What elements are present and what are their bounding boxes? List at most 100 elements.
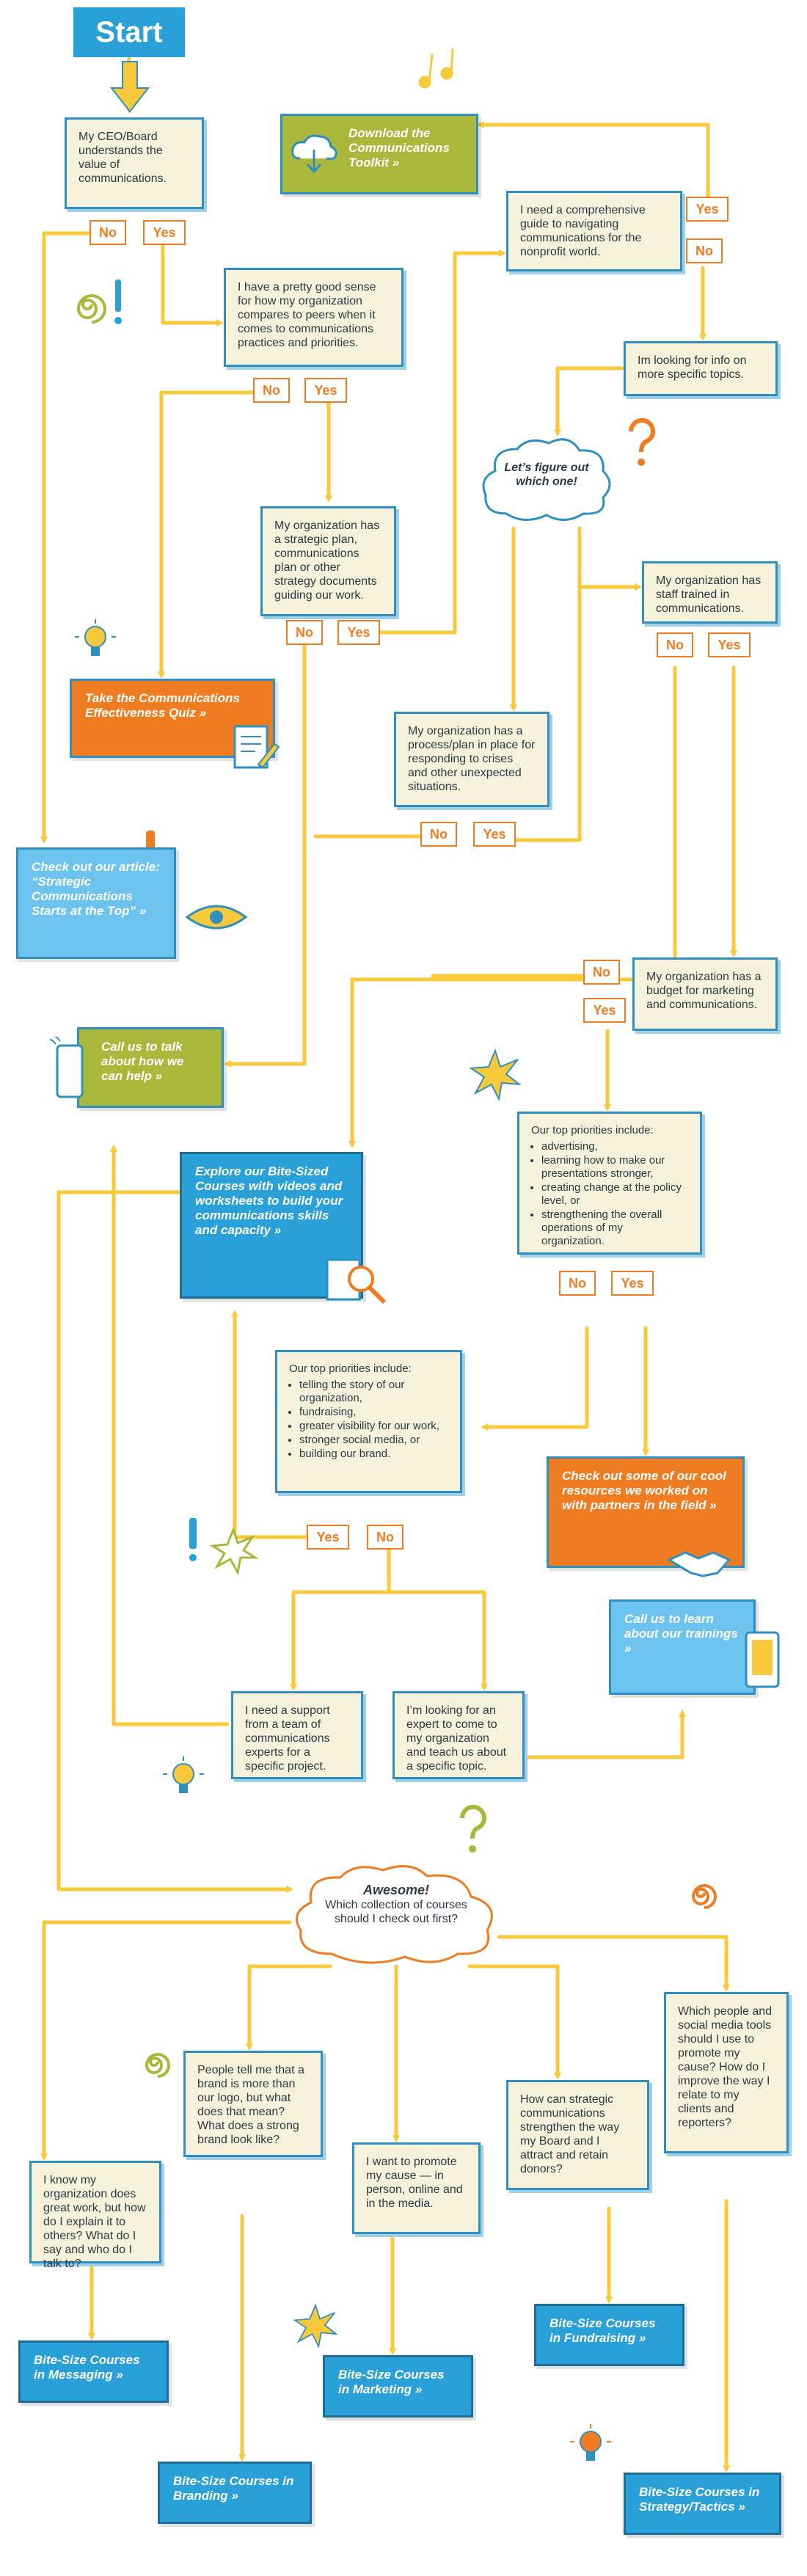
article-link-label: Check out our article: “Strategic Commun… <box>32 860 160 918</box>
quiz-link[interactable]: Take the Communications Effectiveness Qu… <box>70 679 280 769</box>
question-ceo-board: My CEO/Board understands the value of co… <box>65 117 204 209</box>
figure-out-cloud-label: Let’s figure out which one! <box>504 461 589 488</box>
lightbulb-icon-2 <box>163 1756 204 1793</box>
staff-no-tag[interactable]: No <box>657 632 693 657</box>
question-marketing: I want to promote my cause — in person, … <box>352 2142 481 2234</box>
priorities-top-yes-tag[interactable]: Yes <box>611 1271 654 1296</box>
priorities-top-no-tag[interactable]: No <box>559 1271 596 1296</box>
ceo-no-tag[interactable]: No <box>90 220 126 245</box>
priorities-top-title: Our top priorities include: <box>531 1124 654 1136</box>
spiral-exclaim-icon <box>76 280 122 324</box>
course-strategy-label: Bite-Size Courses in Strategy/Tactics » <box>639 2485 760 2514</box>
course-messaging-link[interactable]: Bite-Size Courses in Messaging » <box>18 2340 169 2403</box>
priorities-mid-title: Our top priorities include: <box>289 1362 412 1375</box>
music-notes-icon <box>418 48 454 89</box>
question-fundraising: How can strategic communications strengt… <box>506 2080 649 2190</box>
priorities-mid-list: telling the story of our organization, f… <box>289 1379 448 1461</box>
down-arrow-icon <box>110 61 150 113</box>
trainings-link[interactable]: Call us to learn about our trainings » <box>609 1599 780 1695</box>
question-peers-text: I have a pretty good sense for how my or… <box>238 281 376 349</box>
spiral-icon-2 <box>145 2053 170 2078</box>
toolkit-link-label: Download the Communications Toolkit » <box>348 126 450 169</box>
call-us-link[interactable]: Call us to talk about how we can help » <box>50 1027 224 1108</box>
call-us-link-label: Call us to talk about how we can help » <box>101 1040 184 1083</box>
eye-icon <box>185 905 248 930</box>
figure-out-cloud-text: Let’s figure out which one! <box>495 461 598 489</box>
priorities-top-item: learning how to make our presentations s… <box>541 1154 688 1181</box>
priorities-mid-item: greater visibility for our work, <box>299 1420 448 1433</box>
magnifier-icon <box>326 1258 387 1305</box>
resources-link[interactable]: Check out some of our cool resources we … <box>547 1456 745 1577</box>
start-label: Start <box>73 7 185 57</box>
starburst-icon <box>470 1049 521 1101</box>
cloud-download-icon <box>291 134 337 174</box>
question-support-team: I need a support from a team of communic… <box>231 1691 363 1779</box>
question-budget: My organization has a budget for marketi… <box>632 957 778 1031</box>
awesome-cloud-text: Awesome! Which collection of courses sho… <box>323 1882 470 1926</box>
question-peers: I have a pretty good sense for how my or… <box>224 268 404 367</box>
ceo-yes-tag[interactable]: Yes <box>143 220 186 245</box>
lightbulb-icon <box>75 619 116 656</box>
crisis-yes-tag[interactable]: Yes <box>473 822 516 847</box>
course-fundraising-label: Bite-Size Courses in Fundraising » <box>549 2316 656 2345</box>
peers-no-tag[interactable]: No <box>253 378 290 403</box>
question-staff-trained: My organization has staff trained in com… <box>642 561 778 624</box>
plan-no-tag[interactable]: No <box>286 620 323 645</box>
plan-yes-tag[interactable]: Yes <box>337 620 380 645</box>
phone-icon <box>50 1037 84 1098</box>
quiz-link-label: Take the Communications Effectiveness Qu… <box>85 691 240 720</box>
priorities-top-item: creating change at the policy level, or <box>541 1181 688 1208</box>
question-messaging: I know my organization does great work, … <box>29 2161 161 2270</box>
guide-yes-tag[interactable]: Yes <box>686 197 729 222</box>
question-strategic-plan: My organization has a strategic plan, co… <box>260 506 396 616</box>
course-fundraising-link[interactable]: Bite-Size Courses in Fundraising » <box>534 2304 684 2366</box>
spiral-icon <box>691 1884 717 1909</box>
awesome-cloud-title: Awesome! <box>362 1883 430 1897</box>
explore-courses-link[interactable]: Explore our Bite-Sized Courses with vide… <box>180 1152 387 1305</box>
question-strategy: Which people and social media tools shou… <box>664 1992 789 2153</box>
course-strategy-link[interactable]: Bite-Size Courses in Strategy/Tactics » <box>624 2473 781 2535</box>
explore-courses-link-label: Explore our Bite-Sized Courses with vide… <box>195 1164 343 1237</box>
guide-no-tag[interactable]: No <box>686 238 723 263</box>
question-comprehensive-guide-text: I need a comprehensive guide to navigati… <box>520 204 646 258</box>
question-specific-topics: Im looking for info on more specific top… <box>624 341 778 396</box>
priorities-mid-item: building our brand. <box>299 1448 448 1461</box>
course-branding-link[interactable]: Bite-Size Courses in Branding » <box>158 2462 312 2524</box>
clipboard-pen-icon <box>233 725 280 769</box>
priorities-mid-item: fundraising, <box>299 1406 448 1419</box>
tablet-icon <box>745 1631 780 1688</box>
priorities-mid-item: stronger social media, or <box>299 1434 448 1447</box>
question-branding: People tell me that a brand is more than… <box>183 2051 323 2157</box>
resources-link-label: Check out some of our cool resources we … <box>562 1469 726 1512</box>
course-branding-label: Bite-Size Courses in Branding » <box>173 2474 294 2503</box>
priorities-mid-yes-tag[interactable]: Yes <box>307 1525 349 1550</box>
question-crisis-plan-text: My organization has a process/plan in pl… <box>408 725 536 793</box>
question-strategic-plan-text: My organization has a strategic plan, co… <box>274 519 380 602</box>
toolkit-link[interactable]: Download the Communications Toolkit » <box>280 114 478 194</box>
priorities-top-item: strengthening the overall operations of … <box>541 1208 688 1248</box>
budget-yes-tag[interactable]: Yes <box>583 998 626 1023</box>
question-staff-trained-text: My organization has staff trained in com… <box>656 574 762 615</box>
budget-no-tag[interactable]: No <box>583 960 620 985</box>
priorities-mid-item: telling the story of our organization, <box>299 1379 448 1405</box>
course-marketing-label: Bite-Size Courses in Marketing » <box>338 2368 445 2396</box>
question-comprehensive-guide: I need a comprehensive guide to navigati… <box>506 191 682 271</box>
staff-yes-tag[interactable]: Yes <box>708 632 751 657</box>
course-marketing-link[interactable]: Bite-Size Courses in Marketing » <box>323 2355 473 2418</box>
question-marketing-text: I want to promote my cause — in person, … <box>366 2156 463 2210</box>
crisis-no-tag[interactable]: No <box>420 822 457 847</box>
question-ceo-board-text: My CEO/Board understands the value of co… <box>78 131 167 185</box>
question-mark-icon-2 <box>459 1805 486 1853</box>
trainings-link-label: Call us to learn about our trainings » <box>624 1612 738 1655</box>
question-messaging-text: I know my organization does great work, … <box>43 2174 146 2270</box>
question-crisis-plan: My organization has a process/plan in pl… <box>394 712 549 807</box>
question-branding-text: People tell me that a brand is more than… <box>197 2064 304 2146</box>
figure-out-cloud <box>482 438 611 521</box>
priorities-mid-no-tag[interactable]: No <box>367 1525 404 1550</box>
awesome-cloud-subtitle: Which collection of courses should I che… <box>325 1899 467 1925</box>
priorities-top-box: Our top priorities include: advertising,… <box>517 1112 702 1255</box>
priorities-top-list: advertising, learning how to make our pr… <box>531 1140 688 1248</box>
article-link[interactable]: Check out our article: “Strategic Commun… <box>16 847 176 959</box>
peers-yes-tag[interactable]: Yes <box>304 378 347 403</box>
